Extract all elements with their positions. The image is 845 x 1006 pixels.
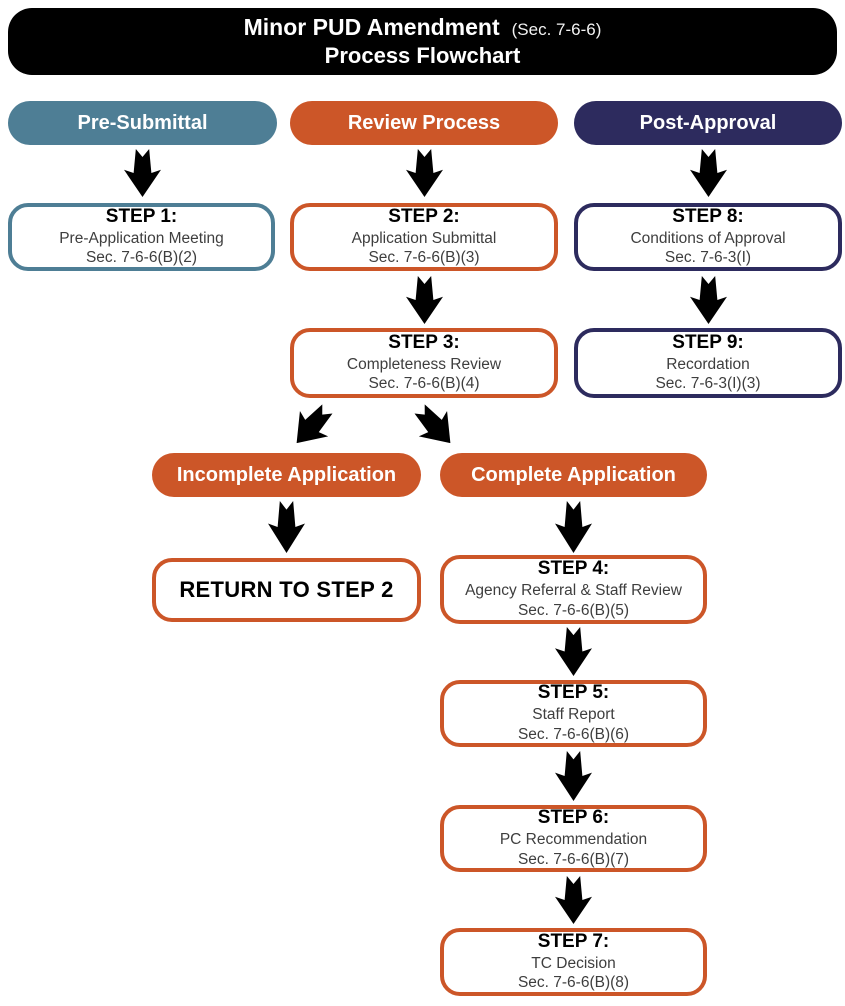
step-4-title: STEP 4: [537, 558, 610, 580]
down-arrow-icon [555, 876, 592, 924]
step-1-section: Sec. 7-6-6(B)(2) [85, 249, 198, 267]
return-to-step-2-box: RETURN TO STEP 2 [152, 558, 421, 622]
step-1-name: Pre-Application Meeting [59, 229, 224, 247]
step-3-title: STEP 3: [388, 331, 460, 353]
step-9-title: STEP 9: [672, 331, 744, 353]
down-arrow-icon [124, 149, 161, 197]
lane-pre-submittal-label: Pre-Submittal [77, 111, 208, 134]
step-7-name: TC Decision [531, 954, 616, 972]
down-left-arrow-icon [282, 396, 341, 456]
step-4-name: Agency Referral & Staff Review [465, 582, 682, 600]
down-right-arrow-icon [405, 396, 464, 456]
step-5-name: Staff Report [532, 706, 615, 724]
down-arrow-icon [406, 276, 443, 324]
lane-review-process-label: Review Process [347, 111, 501, 134]
step-8-title: STEP 8: [672, 205, 744, 227]
lane-review-process: Review Process [290, 101, 558, 145]
lane-post-approval: Post-Approval [574, 101, 842, 145]
step-2-box: STEP 2: Application Submittal Sec. 7-6-6… [290, 203, 558, 271]
step-3-name: Completeness Review [346, 355, 502, 373]
step-1-box: STEP 1: Pre-Application Meeting Sec. 7-6… [8, 203, 275, 271]
lane-pre-submittal: Pre-Submittal [8, 101, 277, 145]
step-1-title: STEP 1: [105, 205, 178, 227]
branch-complete-label: Complete Application [471, 463, 676, 486]
step-6-name: PC Recommendation [499, 831, 648, 849]
down-arrow-icon [555, 501, 592, 553]
step-9-section: Sec. 7-6-3(I)(3) [655, 375, 761, 393]
flowchart-header: Minor PUD Amendment (Sec. 7-6-6) Process… [8, 8, 837, 75]
step-5-section: Sec. 7-6-6(B)(6) [517, 725, 630, 743]
down-arrow-icon [690, 149, 727, 197]
down-arrow-icon [268, 501, 305, 553]
step-8-section: Sec. 7-6-3(I) [664, 249, 752, 267]
step-2-title: STEP 2: [388, 205, 460, 227]
step-3-section: Sec. 7-6-6(B)(4) [368, 375, 480, 393]
branch-complete-application: Complete Application [440, 453, 707, 497]
step-7-box: STEP 7: TC Decision Sec. 7-6-6(B)(8) [440, 928, 707, 996]
step-6-section: Sec. 7-6-6(B)(7) [517, 850, 630, 868]
step-6-title: STEP 6: [537, 807, 610, 829]
down-arrow-icon [555, 751, 592, 801]
step-9-name: Recordation [666, 355, 750, 373]
down-arrow-icon [690, 276, 727, 324]
step-8-box: STEP 8: Conditions of Approval Sec. 7-6-… [574, 203, 842, 271]
page-title: Minor PUD Amendment [243, 14, 500, 41]
branch-incomplete-application: Incomplete Application [152, 453, 421, 497]
page-subtitle: Process Flowchart [324, 43, 521, 69]
page-title-section: (Sec. 7-6-6) [511, 20, 602, 40]
step-8-name: Conditions of Approval [630, 229, 786, 247]
step-7-title: STEP 7: [537, 930, 610, 952]
step-3-box: STEP 3: Completeness Review Sec. 7-6-6(B… [290, 328, 558, 398]
header-line1: Minor PUD Amendment (Sec. 7-6-6) [244, 13, 602, 42]
step-2-section: Sec. 7-6-6(B)(3) [368, 249, 480, 267]
step-9-box: STEP 9: Recordation Sec. 7-6-3(I)(3) [574, 328, 842, 398]
step-4-section: Sec. 7-6-6(B)(5) [517, 601, 630, 619]
lane-post-approval-label: Post-Approval [639, 111, 777, 134]
step-5-box: STEP 5: Staff Report Sec. 7-6-6(B)(6) [440, 680, 707, 747]
step-6-box: STEP 6: PC Recommendation Sec. 7-6-6(B)(… [440, 805, 707, 872]
return-to-step-2-label: RETURN TO STEP 2 [179, 577, 394, 602]
step-2-name: Application Submittal [351, 229, 497, 247]
step-5-title: STEP 5: [537, 682, 610, 704]
down-arrow-icon [555, 627, 592, 676]
step-4-box: STEP 4: Agency Referral & Staff Review S… [440, 555, 707, 624]
branch-incomplete-label: Incomplete Application [176, 463, 397, 486]
step-7-section: Sec. 7-6-6(B)(8) [517, 974, 630, 992]
down-arrow-icon [406, 149, 443, 197]
